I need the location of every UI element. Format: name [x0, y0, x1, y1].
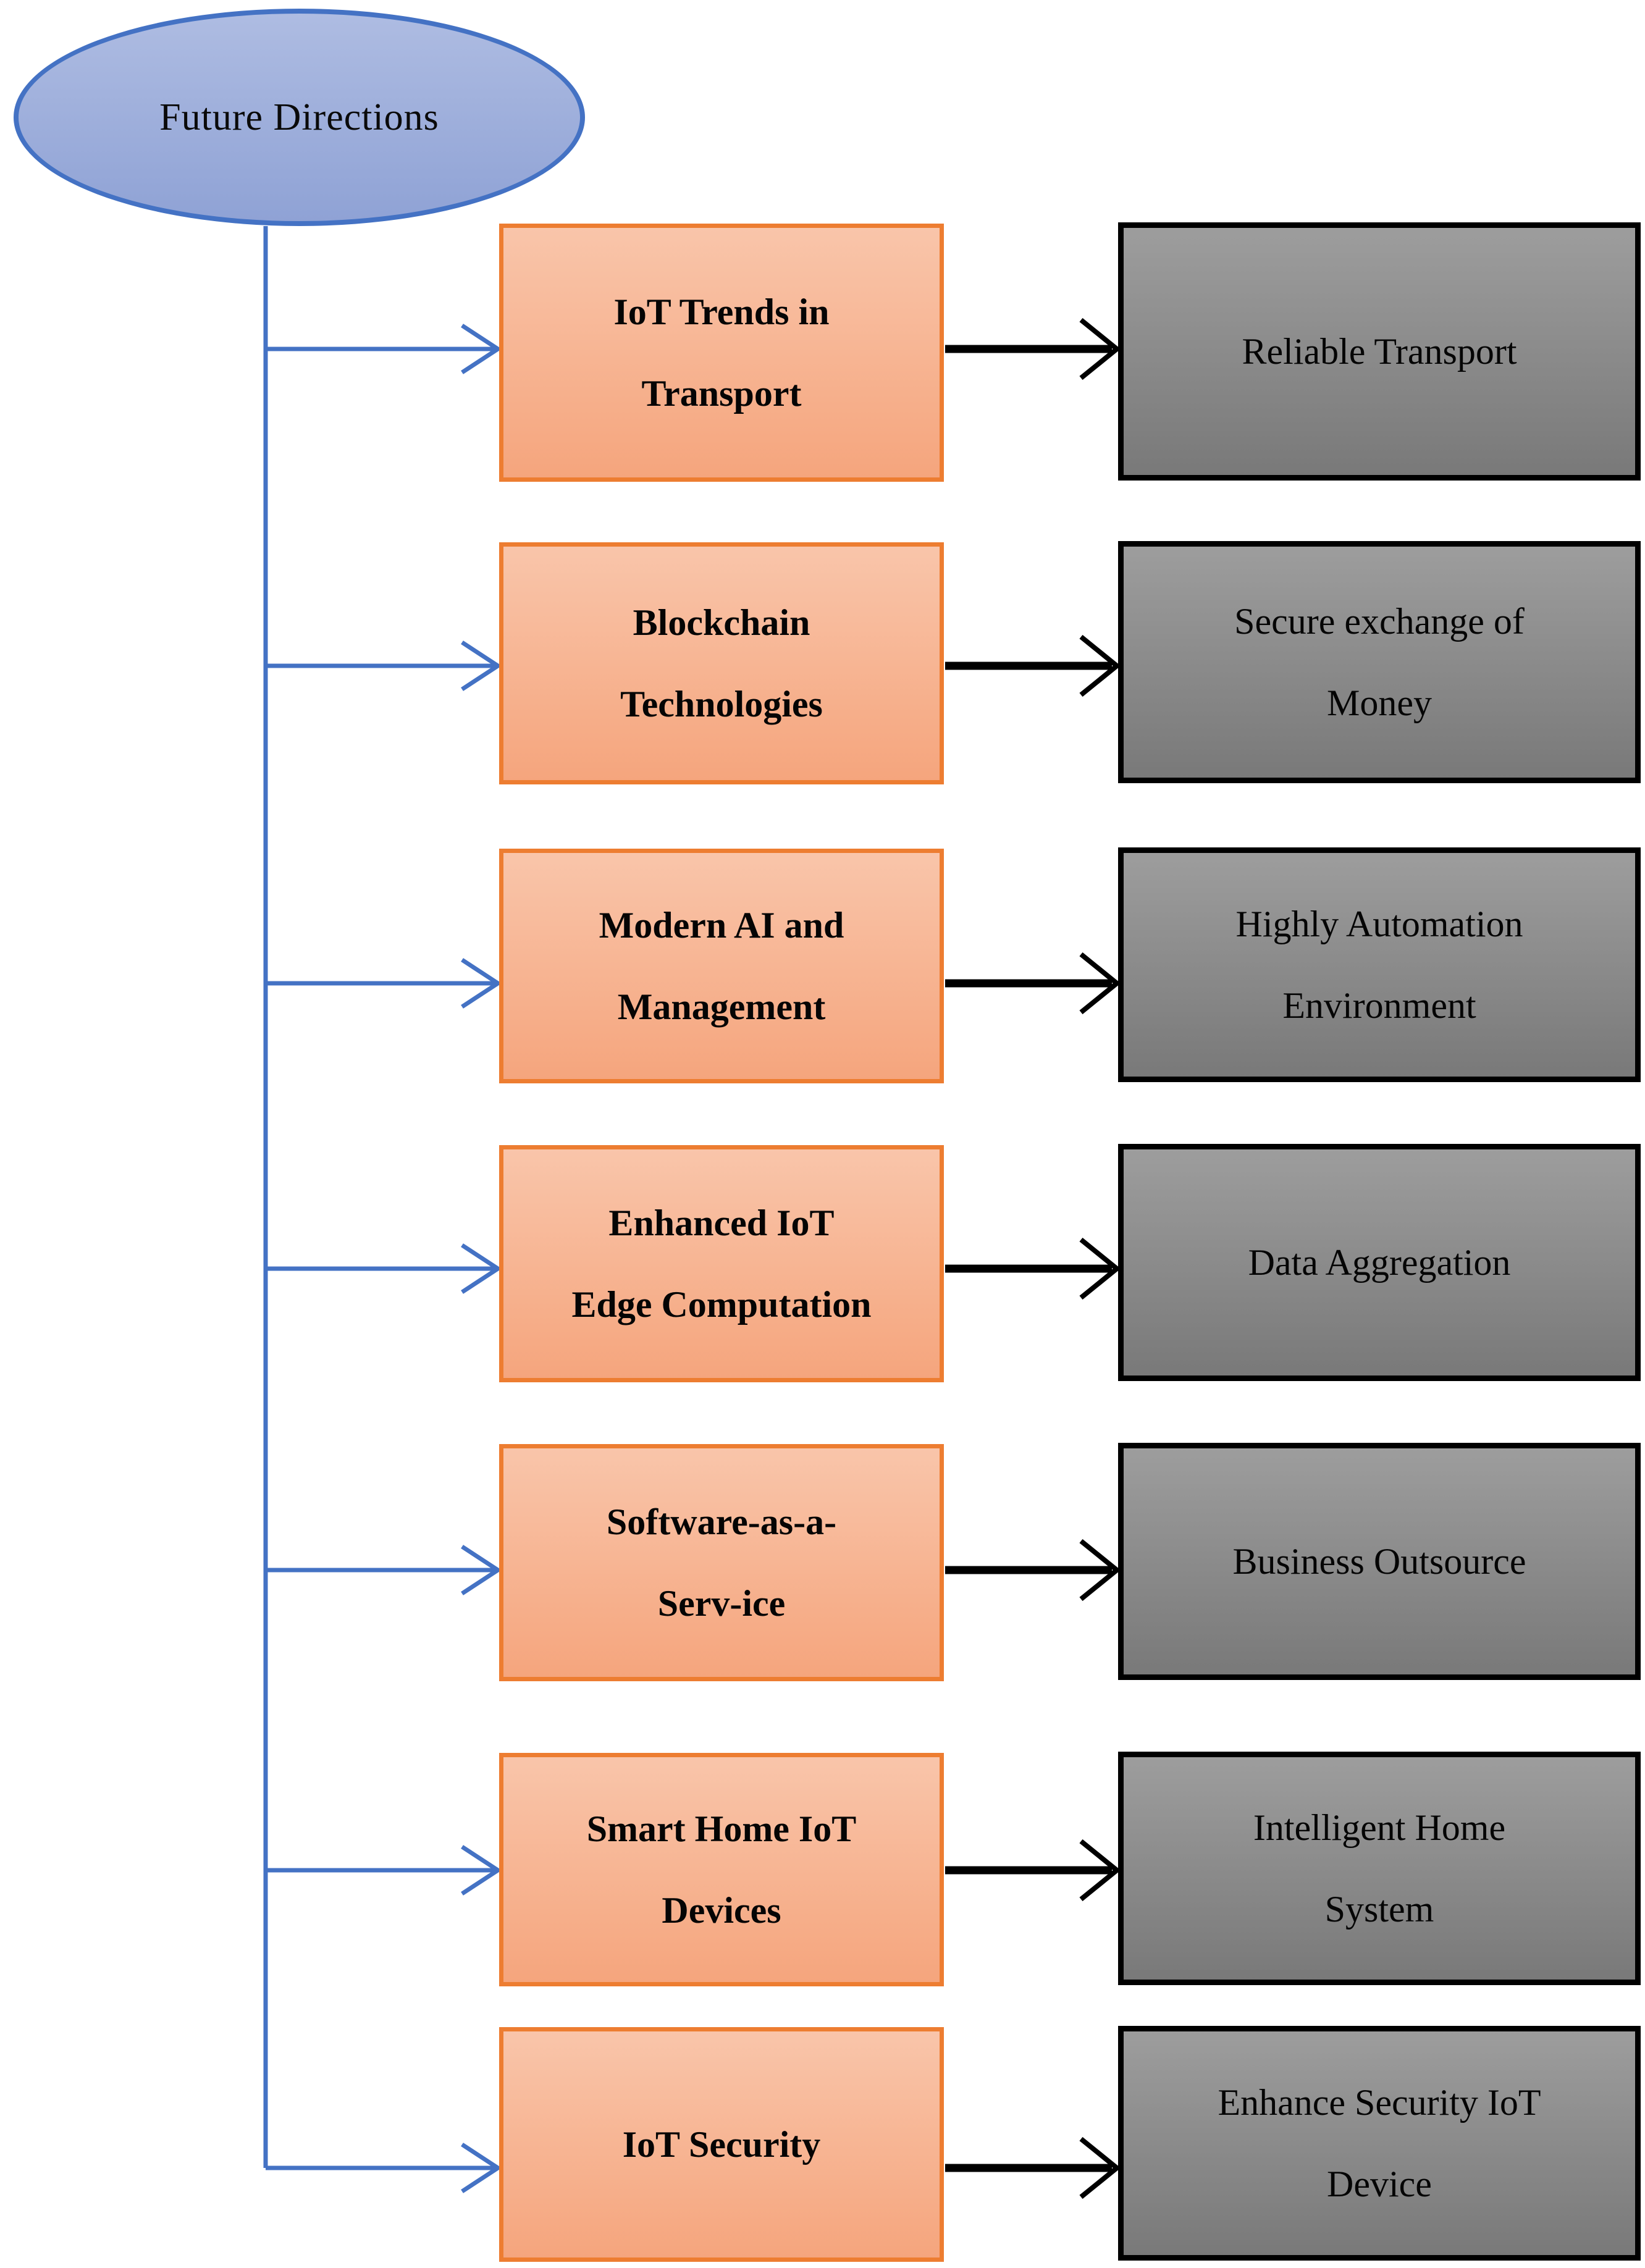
- trend-box: Modern AI and Management: [499, 849, 944, 1083]
- flow-arrow: [945, 634, 1121, 697]
- trend-box: IoT Trends in Transport: [499, 224, 944, 482]
- outcome-box: Intelligent Home System: [1118, 1752, 1641, 1985]
- outcome-box-label: Enhance Security IoT Device: [1218, 2082, 1541, 2204]
- trend-box: Smart Home IoT Devices: [499, 1753, 944, 1986]
- branch-arrow: [266, 1845, 502, 1896]
- root-node: Future Directions: [14, 9, 585, 226]
- branch-arrow: [266, 1243, 502, 1294]
- branch-arrow: [266, 1545, 502, 1595]
- branch-arrow: [266, 958, 502, 1009]
- outcome-box-label: Business Outsource: [1232, 1541, 1526, 1582]
- trend-box-label: IoT Security: [622, 2124, 821, 2165]
- flow-arrow: [945, 952, 1121, 1015]
- outcome-box: Business Outsource: [1118, 1443, 1641, 1680]
- trend-box-label: Smart Home IoT Devices: [586, 1808, 857, 1931]
- outcome-box-label: Highly Automation Environment: [1235, 904, 1523, 1026]
- outcome-box: Data Aggregation: [1118, 1144, 1641, 1381]
- outcome-box: Secure exchange of Money: [1118, 541, 1641, 783]
- trend-box: Software-as-a- Serv-ice: [499, 1444, 944, 1681]
- outcome-box-label: Intelligent Home System: [1253, 1807, 1506, 1930]
- trend-box-label: Modern AI and Management: [599, 905, 844, 1027]
- trend-box-label: Blockchain Technologies: [620, 602, 823, 724]
- trend-box-label: Enhanced IoT Edge Computation: [571, 1203, 872, 1325]
- flow-arrow: [945, 2136, 1121, 2199]
- outcome-box: Highly Automation Environment: [1118, 847, 1641, 1082]
- branch-arrow: [266, 640, 502, 691]
- root-node-label: Future Directions: [159, 96, 439, 138]
- outcome-box: Reliable Transport: [1118, 222, 1641, 481]
- branch-arrow: [266, 2143, 502, 2193]
- flow-arrow: [945, 1839, 1121, 1902]
- trend-box: Blockchain Technologies: [499, 542, 944, 784]
- flow-arrow: [945, 1539, 1121, 1602]
- outcome-box-label: Reliable Transport: [1242, 331, 1517, 372]
- trend-box: Enhanced IoT Edge Computation: [499, 1145, 944, 1382]
- flow-arrow: [945, 317, 1121, 380]
- trend-box: IoT Security: [499, 2027, 944, 2262]
- flow-arrow: [945, 1237, 1121, 1300]
- trend-box-label: Software-as-a- Serv-ice: [606, 1502, 837, 1624]
- outcome-box: Enhance Security IoT Device: [1118, 2026, 1641, 2261]
- outcome-box-label: Secure exchange of Money: [1234, 601, 1525, 723]
- branch-arrow: [266, 324, 502, 374]
- trend-box-label: IoT Trends in Transport: [613, 292, 830, 414]
- outcome-box-label: Data Aggregation: [1248, 1242, 1511, 1283]
